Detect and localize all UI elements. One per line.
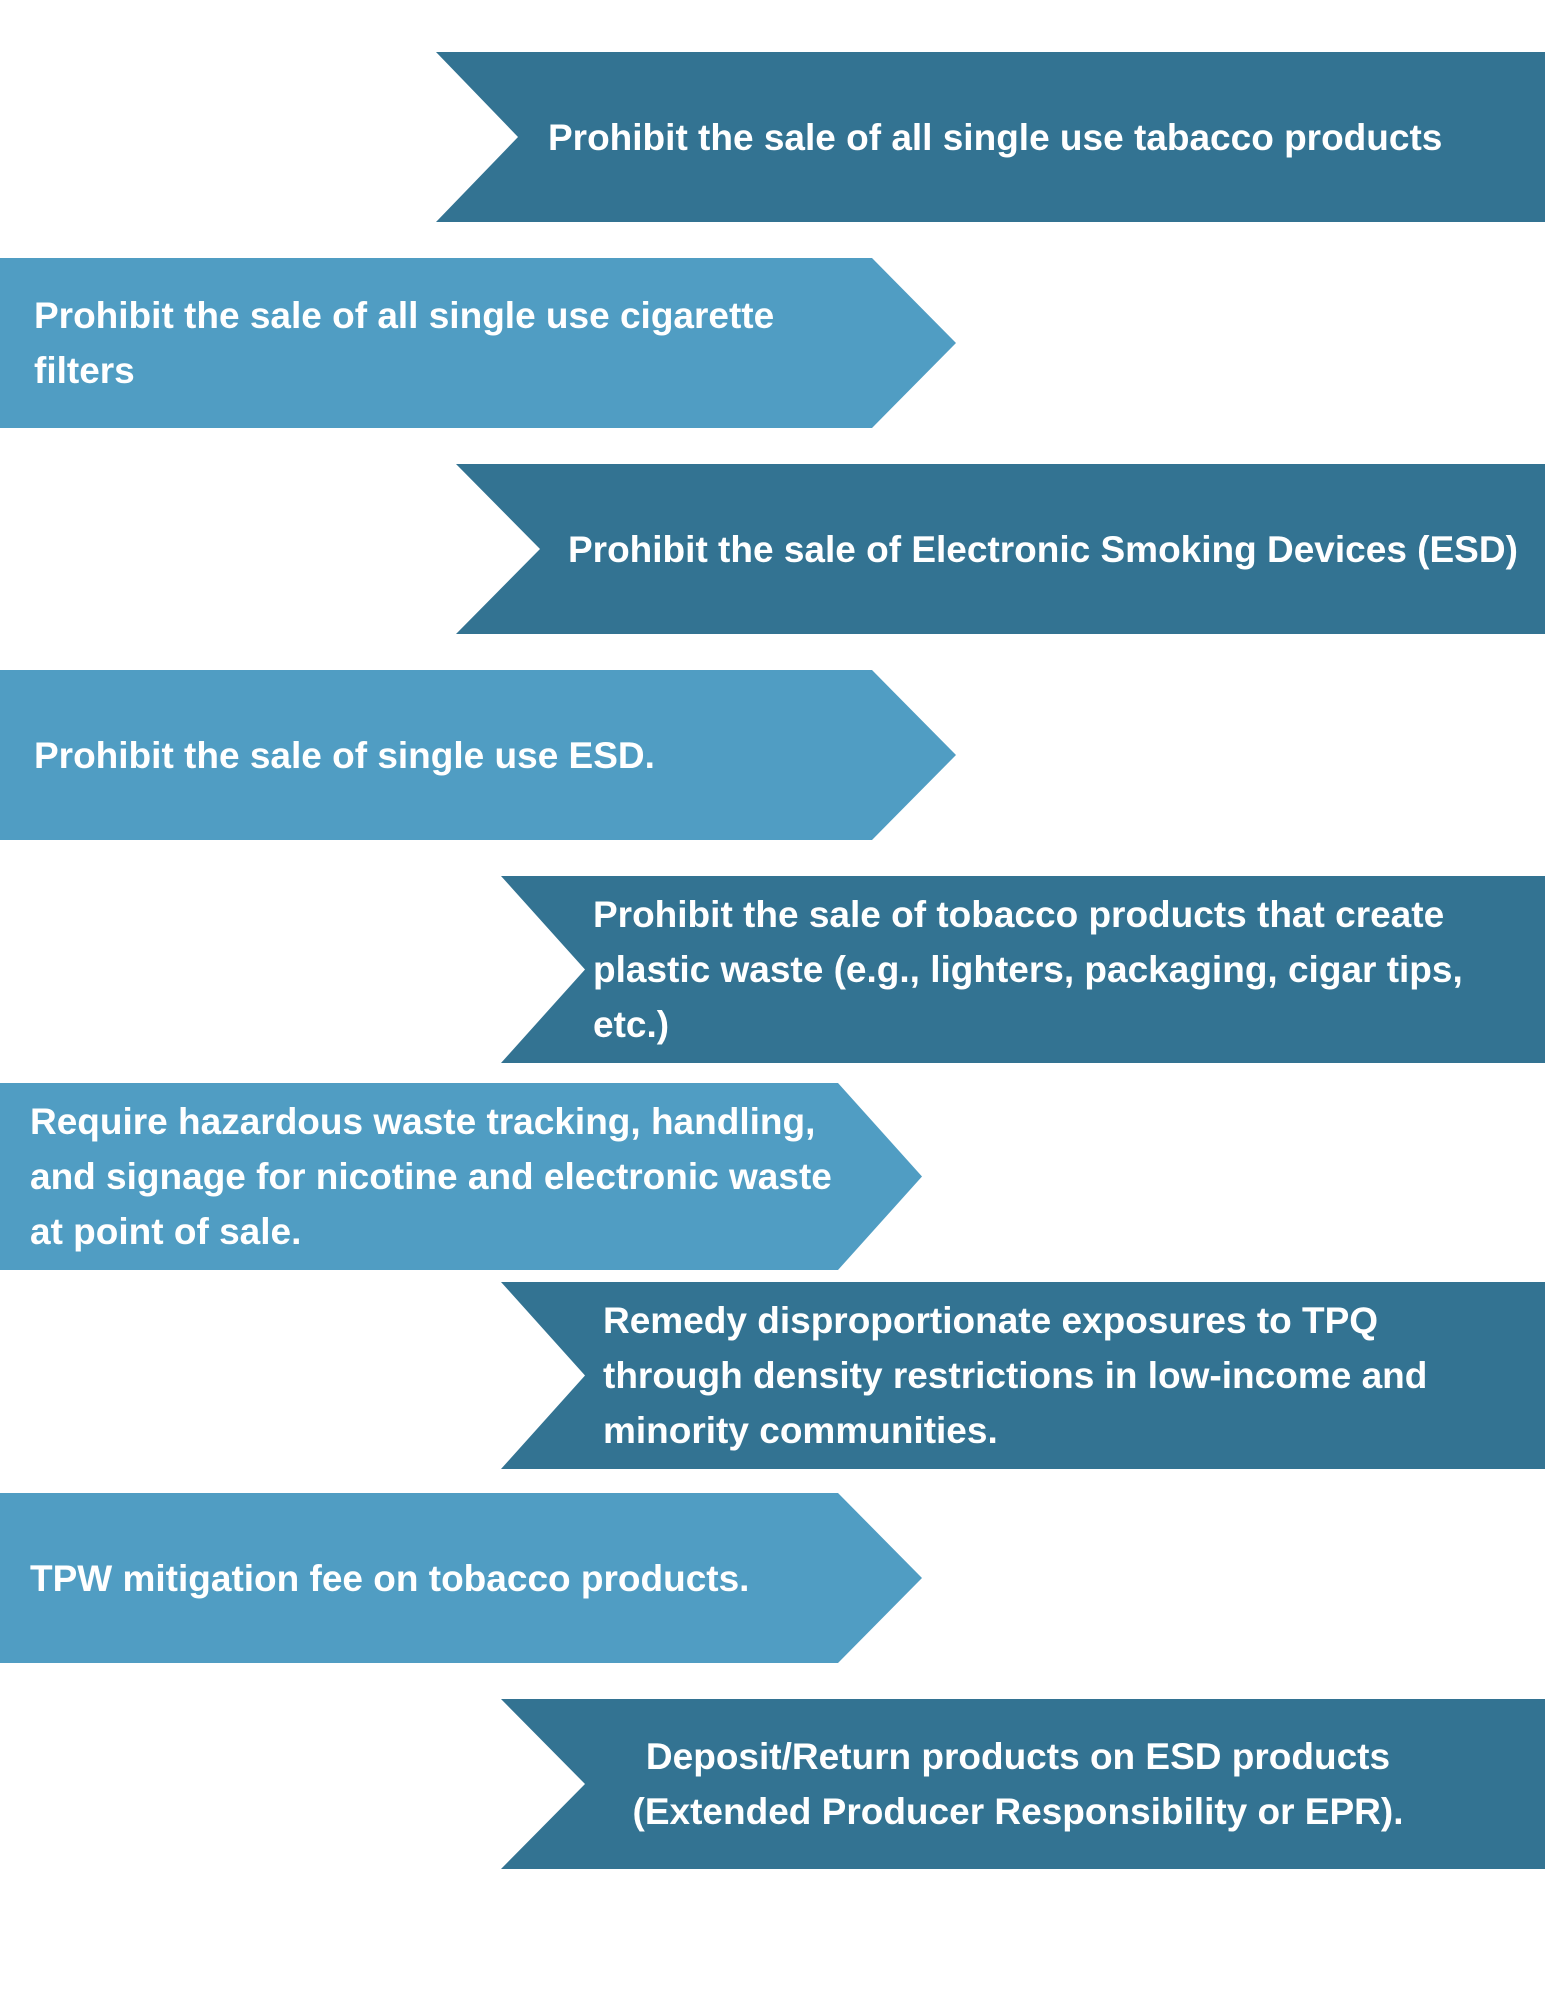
step-7-banner: Remedy disproportionate exposures to TPQ… [501,1282,1545,1469]
step-8-text: TPW mitigation fee on tobacco products. [30,1557,750,1599]
step-4-text: Prohibit the sale of single use ESD. [34,734,655,776]
step-5-text: Prohibit the sale of tobacco products th… [593,894,1463,1045]
step-9-banner: Deposit/Return products on ESD products … [501,1699,1545,1869]
step-1-banner: Prohibit the sale of all single use taba… [436,52,1545,222]
step-3-text: Prohibit the sale of Electronic Smoking … [568,528,1518,570]
step-8-banner: TPW mitigation fee on tobacco products. [0,1493,922,1663]
step-2-banner: Prohibit the sale of all single use ciga… [0,258,956,428]
step-3-banner: Prohibit the sale of Electronic Smoking … [456,464,1545,634]
step-7-text: Remedy disproportionate exposures to TPQ… [603,1300,1428,1451]
step-5-banner: Prohibit the sale of tobacco products th… [501,876,1545,1063]
step-4-banner: Prohibit the sale of single use ESD. [0,670,956,840]
step-1-text: Prohibit the sale of all single use taba… [548,116,1443,158]
step-6-text: Require hazardous waste tracking, handli… [30,1101,832,1252]
step-9-text: Deposit/Return products on ESD products … [632,1736,1404,1832]
step-6-banner: Require hazardous waste tracking, handli… [0,1083,922,1270]
step-2-text: Prohibit the sale of all single use ciga… [34,295,775,391]
